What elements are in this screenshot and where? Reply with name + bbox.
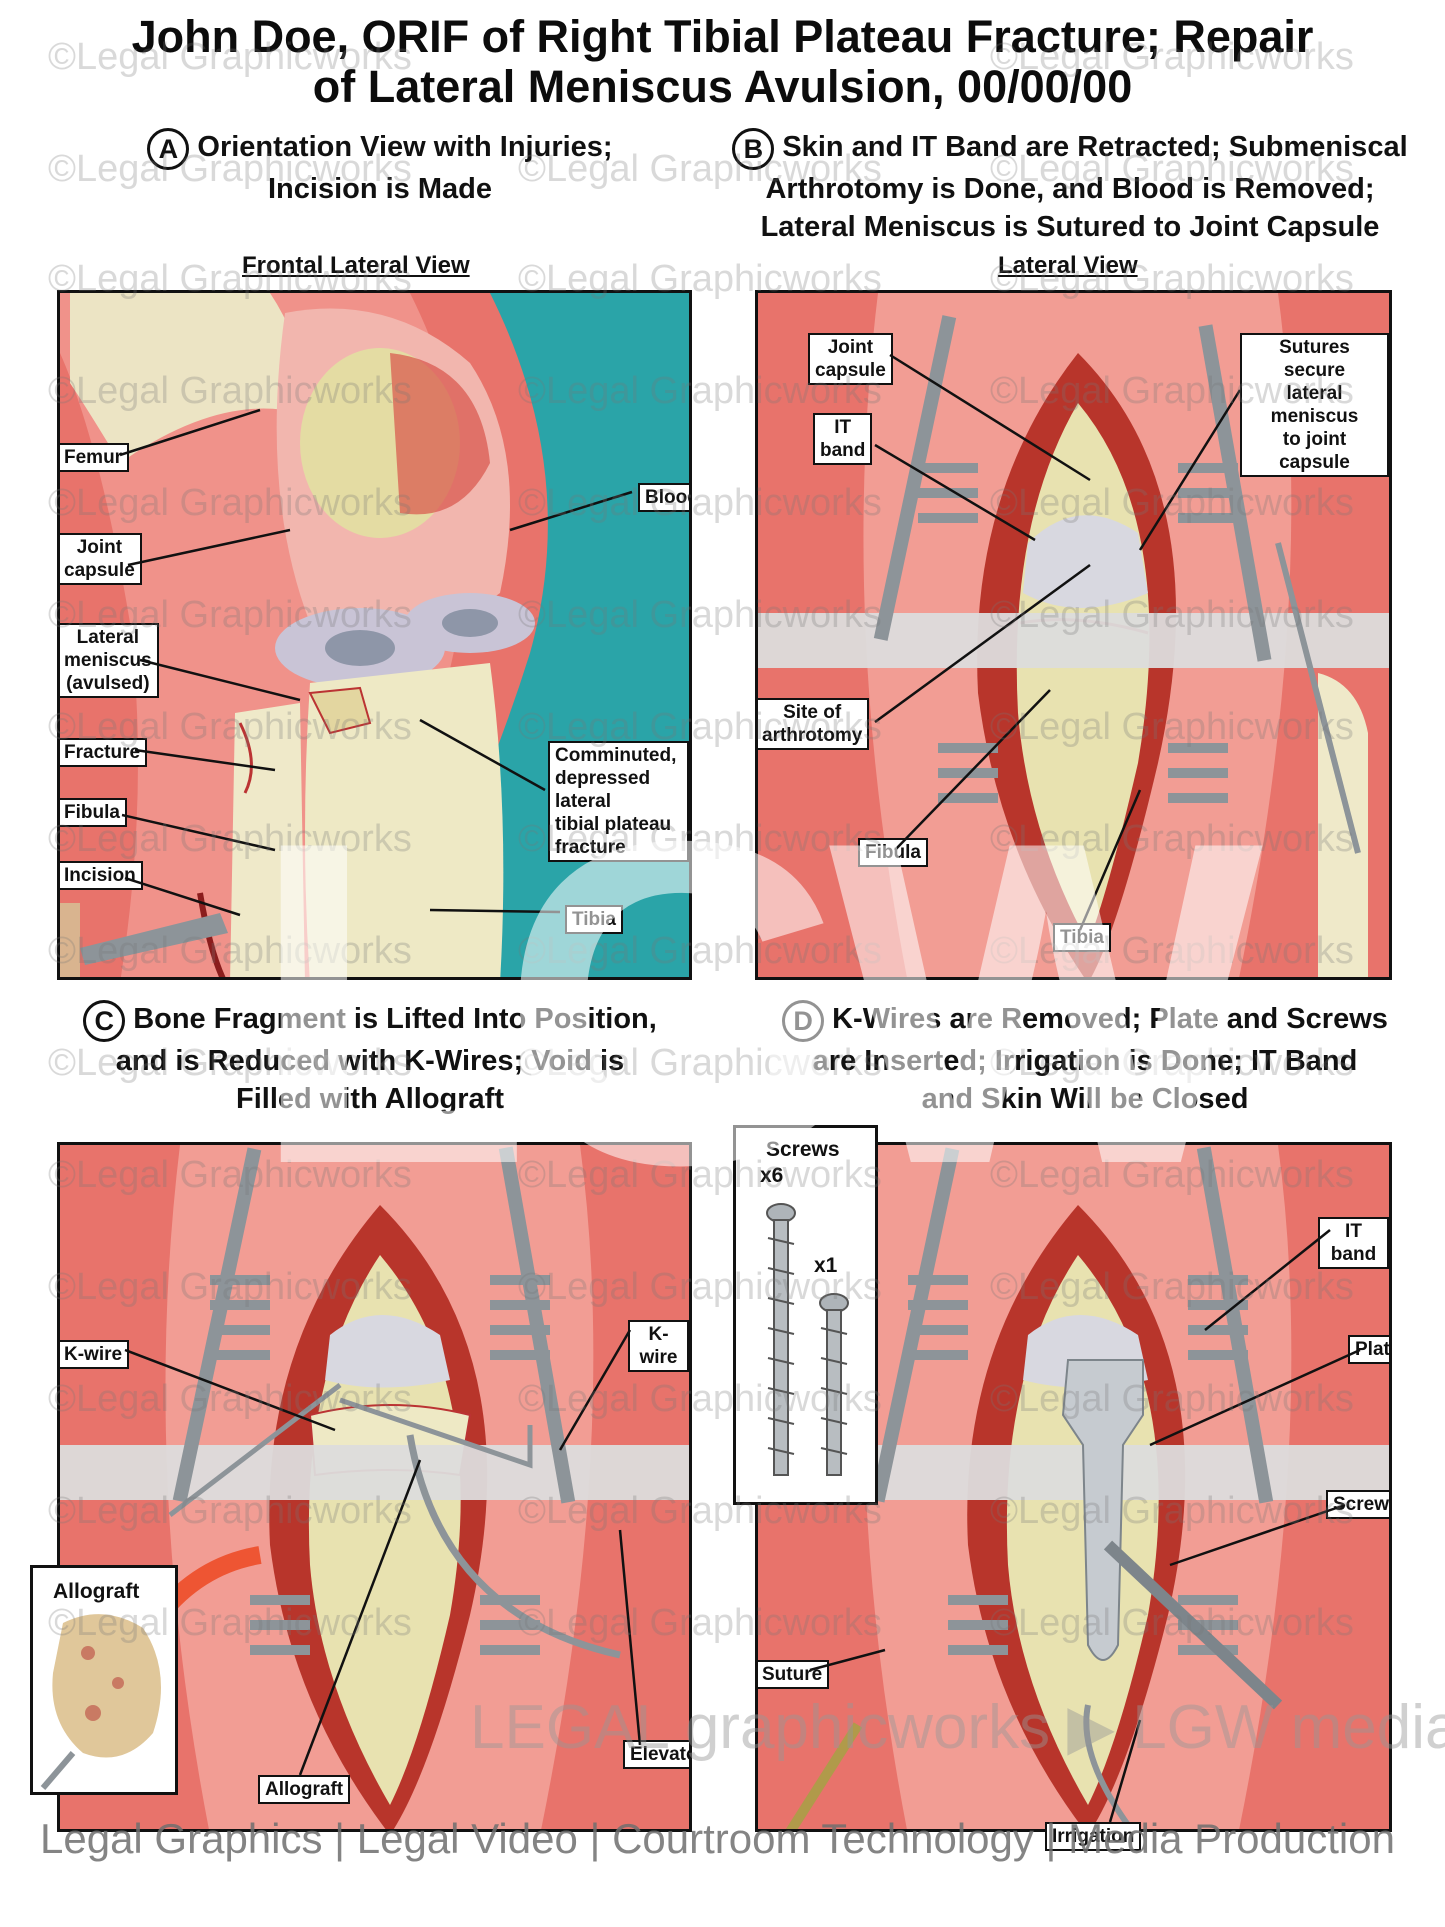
allograft-inset-label: Allograft — [53, 1580, 140, 1603]
label-plate: Plate — [1348, 1335, 1389, 1364]
label-it-band-d: IT band — [1318, 1217, 1389, 1269]
label-femur: Femur — [60, 443, 130, 472]
label-kwire-right: K-wire — [628, 1320, 689, 1372]
label-sutures: Sutures secure lateral meniscus to joint… — [1240, 333, 1389, 477]
brand-watermark: LEGAL graphicworks ▶ LGW mediaworks — [470, 1693, 1445, 1762]
panel-d-heading-2: are Inserted; Irrigation is Done; IT Ban… — [812, 1045, 1358, 1077]
label-incision: Incision — [60, 861, 143, 890]
panel-d-heading-3: and Skin Will be Closed — [921, 1083, 1249, 1115]
screws-graphic — [766, 1203, 849, 1476]
title-line-1: John Doe, ORIF of Right Tibial Plateau F… — [131, 11, 1314, 62]
label-fracture: Fracture — [60, 738, 148, 767]
screws-count-x1: x1 — [814, 1254, 838, 1277]
screws-count-x6: x6 — [760, 1164, 784, 1187]
allograft-inset: Allograft — [30, 1565, 178, 1795]
label-it-band-b: IT band — [813, 413, 873, 465]
panel-b-heading-1: Skin and IT Band are Retracted; Submenis… — [782, 131, 1408, 163]
label-irrigation: Irrigation — [1045, 1822, 1142, 1851]
panel-a-artwork — [60, 293, 689, 977]
panel-b-illustration: Joint capsule IT band Sutures secure lat… — [755, 290, 1392, 980]
label-fibula-a: Fibula — [60, 798, 127, 827]
screws-inset-label: Screws — [766, 1138, 840, 1161]
panel-c-letter: C — [83, 1000, 126, 1042]
title-line-2: of Lateral Meniscus Avulsion, 00/00/00 — [312, 61, 1133, 112]
label-allograft: Allograft — [258, 1775, 351, 1804]
panel-b-letter: B — [732, 128, 775, 170]
label-tibia-a: Tibia — [565, 905, 623, 934]
label-screw: Screw — [1326, 1490, 1389, 1519]
label-joint-capsule-b: Joint capsule — [808, 333, 893, 385]
label-comminuted-fracture: Comminuted, depressed lateral tibial pla… — [548, 741, 689, 862]
footer-text: Legal Graphics | Legal Video | Courtroom… — [40, 1815, 1395, 1862]
page-title: John Doe, ORIF of Right Tibial Plateau F… — [0, 12, 1445, 112]
panel-b-heading-2: Arthrotomy is Done, and Blood is Removed… — [765, 173, 1375, 205]
panel-a-heading-1: Orientation View with Injuries; — [197, 131, 613, 163]
label-fibula-b: Fibula — [858, 838, 928, 867]
panel-d-letter: D — [782, 1000, 825, 1042]
label-kwire-left: K-wire — [60, 1340, 130, 1369]
allograft-graphic — [40, 1614, 161, 1790]
panel-a-heading-2: Incision is Made — [268, 173, 492, 205]
panel-a-view-title: Frontal Lateral View — [242, 252, 470, 279]
panel-a-letter: A — [147, 128, 190, 170]
label-tibia-b: Tibia — [1053, 923, 1111, 952]
panel-c-heading-2: and is Reduced with K-Wires; Void is — [115, 1045, 625, 1077]
label-arthrotomy: Site of arthrotomy — [758, 698, 870, 750]
label-lateral-meniscus: Lateral meniscus (avulsed) — [60, 623, 159, 698]
panel-c-heading-1: Bone Fragment is Lifted Into Position, — [133, 1003, 657, 1035]
label-suture: Suture — [758, 1660, 830, 1689]
screws-inset: Screws x6 x1 — [733, 1125, 878, 1505]
label-joint-capsule-a: Joint capsule — [60, 533, 142, 585]
panel-a-illustration: Femur Joint capsule Lateral meniscus (av… — [57, 290, 692, 980]
label-blood: Blood — [638, 483, 689, 512]
panel-c-heading-3: Filled with Allograft — [236, 1083, 504, 1115]
panel-d-heading-1: K-Wires are Removed; Plate and Screws — [832, 1003, 1388, 1035]
panel-b-view-title: Lateral View — [998, 252, 1138, 279]
panel-b-heading-3: Lateral Meniscus is Sutured to Joint Cap… — [760, 211, 1380, 243]
